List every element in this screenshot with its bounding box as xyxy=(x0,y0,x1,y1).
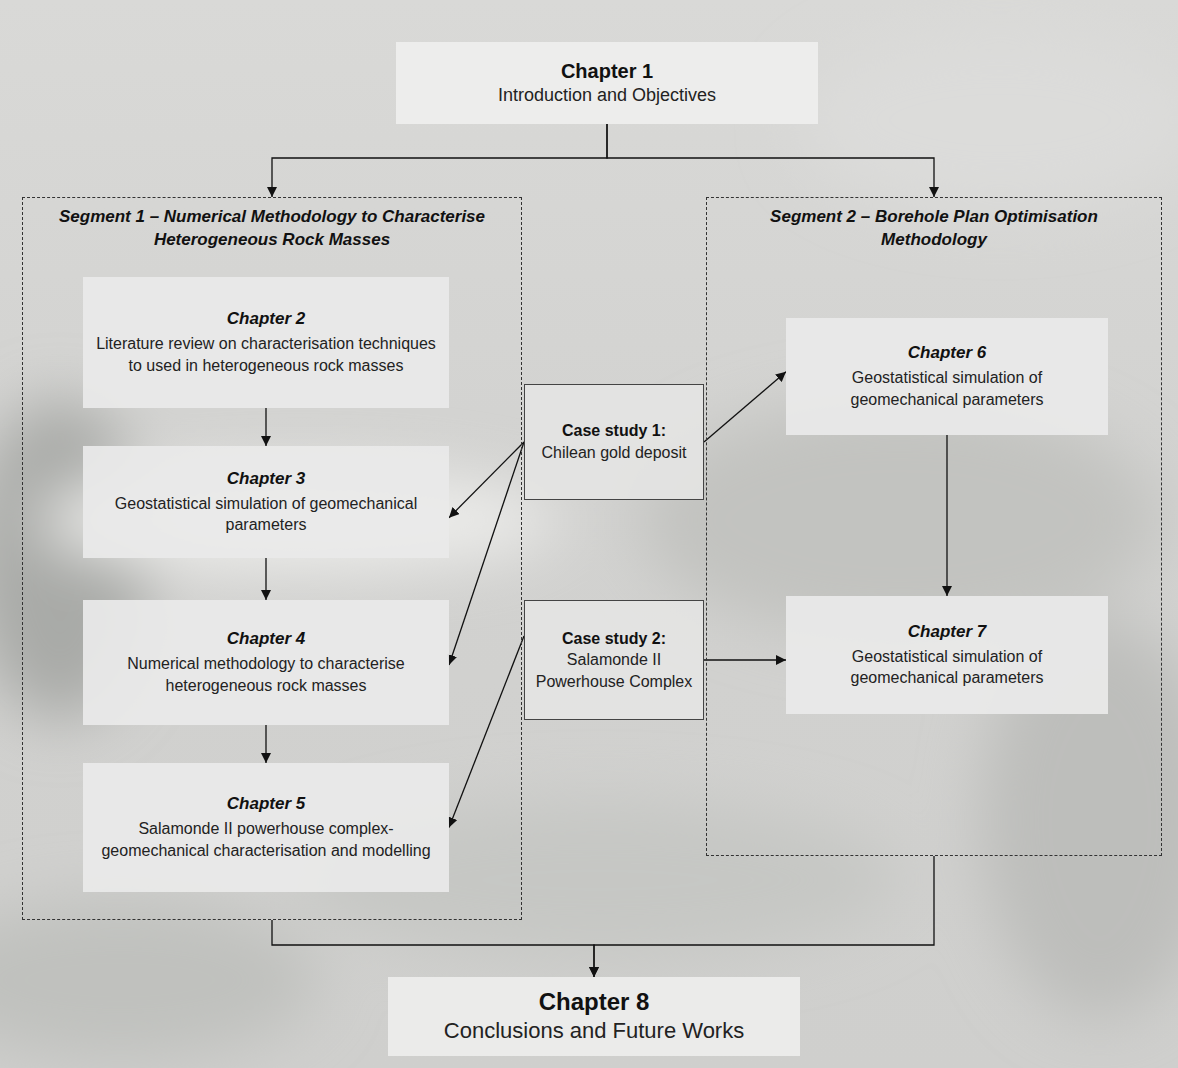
chapter-description: Salamonde II powerhouse complex- geomech… xyxy=(93,818,439,861)
case-study-name: Chilean gold deposit xyxy=(542,442,687,464)
segment-title: Segment 1 – Numerical Methodology to Cha… xyxy=(35,206,509,252)
case-study-box: Case study 1:Chilean gold deposit xyxy=(524,384,704,500)
chapter-description: Geostatistical simulation of geomechanic… xyxy=(796,646,1098,689)
connector-arrow xyxy=(265,408,266,446)
connector-arrow xyxy=(704,372,786,442)
connector-arrow xyxy=(272,920,594,977)
chapter-description: Literature review on characterisation te… xyxy=(93,333,439,376)
chapter-heading: Chapter 8 xyxy=(539,987,650,1017)
connector-arrow xyxy=(607,124,934,197)
chapter-box: Chapter 8Conclusions and Future Works xyxy=(388,977,800,1056)
chapter-box: Chapter 2Literature review on characteri… xyxy=(83,277,449,408)
chapter-heading: Chapter 6 xyxy=(908,342,986,365)
chapter-heading: Chapter 5 xyxy=(227,793,305,816)
segment-region: Segment 1 – Numerical Methodology to Cha… xyxy=(22,197,522,920)
case-study-heading: Case study 1: xyxy=(562,420,666,442)
chapter-description: Introduction and Objectives xyxy=(498,84,716,107)
chapter-description: Numerical methodology to characterise he… xyxy=(93,653,439,696)
chapter-heading: Chapter 3 xyxy=(227,468,305,491)
case-study-heading: Case study 2: xyxy=(562,628,666,650)
chapter-description: Conclusions and Future Works xyxy=(444,1017,744,1046)
connector-arrow xyxy=(449,636,524,828)
chapter-heading: Chapter 4 xyxy=(227,628,305,651)
chapter-heading: Chapter 2 xyxy=(227,308,305,331)
case-study-box: Case study 2:Salamonde II Powerhouse Com… xyxy=(524,600,704,720)
segment-title: Segment 2 – Borehole Plan Optimisation M… xyxy=(719,206,1149,252)
case-study-name: Salamonde II Powerhouse Complex xyxy=(535,649,693,692)
chapter-heading: Chapter 7 xyxy=(908,621,986,644)
chapter-box: Chapter 1Introduction and Objectives xyxy=(396,42,818,124)
chapter-box: Chapter 6Geostatistical simulation of ge… xyxy=(786,318,1108,435)
chapter-box: Chapter 4Numerical methodology to charac… xyxy=(83,600,449,725)
segment-region: Segment 2 – Borehole Plan Optimisation M… xyxy=(706,197,1162,856)
connector-arrow xyxy=(704,659,786,660)
chapter-box: Chapter 5Salamonde II powerhouse complex… xyxy=(83,763,449,892)
connector-arrow xyxy=(449,442,524,665)
connector-arrow xyxy=(272,124,607,197)
connector-arrow xyxy=(265,558,266,600)
connector-arrow xyxy=(594,856,934,977)
chapter-heading: Chapter 1 xyxy=(561,59,653,84)
chapter-box: Chapter 7Geostatistical simulation of ge… xyxy=(786,596,1108,714)
connector-arrow xyxy=(449,442,524,518)
connector-arrow xyxy=(265,725,266,763)
chapter-description: Geostatistical simulation of geomechanic… xyxy=(93,493,439,536)
chapter-box: Chapter 3Geostatistical simulation of ge… xyxy=(83,446,449,558)
connector-arrow xyxy=(946,435,947,596)
chapter-description: Geostatistical simulation of geomechanic… xyxy=(796,367,1098,410)
blurred-scenery xyxy=(0,30,1178,1060)
